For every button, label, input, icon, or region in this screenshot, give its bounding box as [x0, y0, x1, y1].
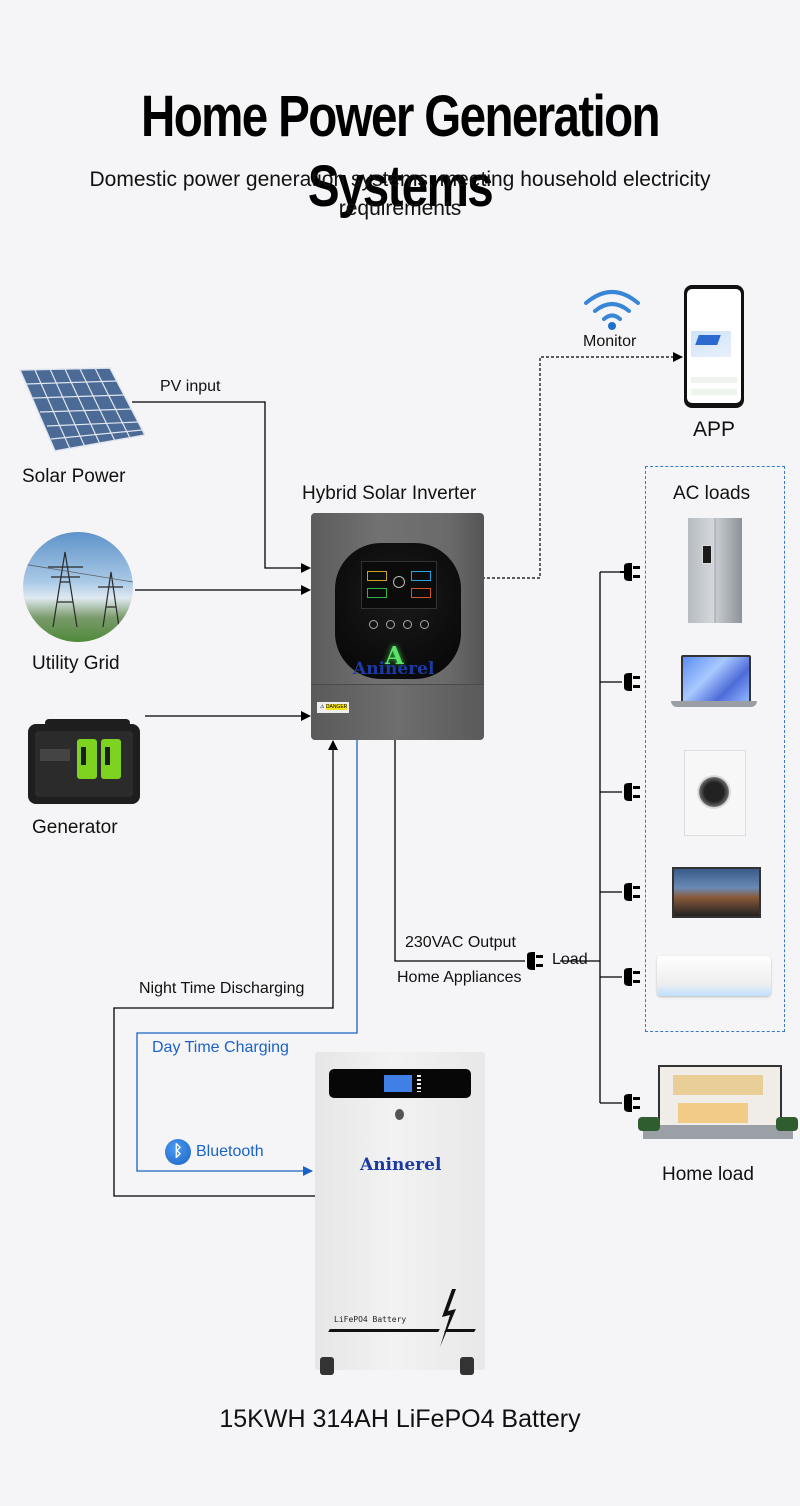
night-discharge-label: Night Time Discharging [139, 980, 305, 997]
house-icon [638, 1055, 798, 1150]
charge-line [136, 739, 358, 1176]
brand-logo-icon: A [385, 641, 404, 670]
home-load-label: Home load [662, 1164, 754, 1185]
plug-icon [624, 783, 640, 801]
lifepo4-battery: Aninerel LiFePO4 Battery [315, 1052, 485, 1375]
plug-icon [624, 673, 640, 691]
refrigerator-icon [688, 518, 742, 623]
battery-caption: 15KWH 314AH LiFePO4 Battery [219, 1405, 581, 1433]
inverter-display-panel: A [335, 543, 461, 679]
inverter-brand: Aninerel [353, 659, 435, 679]
inverter-bottom-cover: ⚠ DANGER [311, 684, 484, 740]
washing-machine-icon [684, 750, 746, 836]
plug-icon [620, 563, 640, 581]
monitor-label: Monitor [583, 333, 637, 350]
inverter-label: Hybrid Solar Inverter [302, 483, 477, 504]
pv-input-line [132, 401, 311, 573]
air-conditioner-icon [657, 956, 771, 996]
solar-panel-icon [18, 367, 145, 452]
solar-power-label: Solar Power [22, 466, 126, 487]
day-charge-label: Day Time Charging [152, 1039, 289, 1056]
wifi-icon [584, 290, 640, 330]
inverter-screen [361, 561, 437, 609]
battery-panel-text: LiFePO4 Battery [334, 1315, 407, 1324]
laptop-icon [681, 655, 751, 703]
power-tower-icon [23, 532, 133, 642]
wheel-icon [320, 1357, 334, 1375]
pv-input-label: PV input [160, 378, 221, 395]
inverter-buttons [369, 620, 429, 629]
discharge-line [113, 740, 338, 1197]
lightning-bolt-icon [440, 1289, 456, 1347]
bluetooth-icon: ᛒ [165, 1139, 191, 1165]
load-label: Load [552, 951, 588, 968]
ac-loads-group [645, 466, 785, 1032]
plug-icon [624, 968, 640, 986]
ac-loads-title: AC loads [673, 483, 751, 504]
laptop-base [671, 701, 757, 707]
output-line [394, 739, 525, 962]
plug-icon [624, 883, 640, 901]
page-title: Home Power Generation Systems [141, 84, 661, 219]
load-plug-icon [527, 952, 543, 970]
battery-lcd [384, 1075, 412, 1092]
app-label: APP [693, 418, 736, 441]
battery-brand: Aninerel [360, 1155, 442, 1175]
battery-display-panel [329, 1069, 471, 1098]
utility-grid-label: Utility Grid [32, 653, 120, 674]
generator-label: Generator [32, 817, 118, 838]
monitor-line [482, 352, 683, 579]
warning-sticker: ⚠ DANGER [317, 702, 349, 713]
home-appliances-label: Home Appliances [397, 969, 522, 986]
hybrid-solar-inverter: A Aninerel ⚠ DANGER [311, 513, 484, 740]
tv-icon [672, 867, 761, 918]
power-button[interactable] [395, 1109, 404, 1120]
wheel-icon [460, 1357, 474, 1375]
bluetooth-label: Bluetooth [196, 1143, 264, 1160]
output-voltage-label: 230VAC Output [405, 934, 516, 951]
generator-icon [28, 719, 140, 804]
plug-icon [624, 1094, 640, 1112]
smartphone-app-icon [684, 285, 744, 408]
page-subtitle: Domestic power generation systems, meeti… [89, 168, 711, 220]
